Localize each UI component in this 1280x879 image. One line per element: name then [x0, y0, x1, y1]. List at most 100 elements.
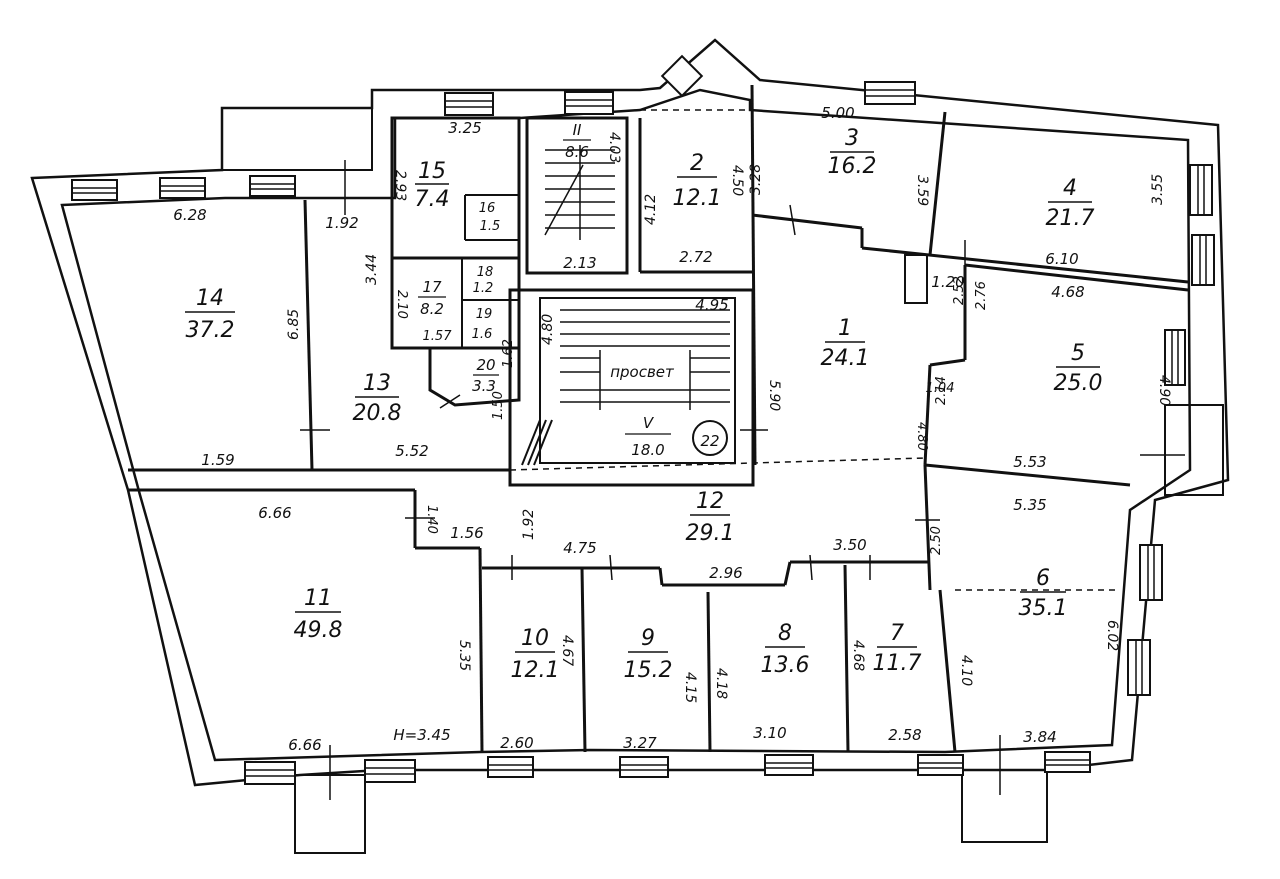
room-3-area: 16.2 [828, 154, 877, 179]
dim-325: 3.25 [448, 119, 481, 137]
interior-walls [128, 84, 1189, 753]
room-14-area: 37.2 [186, 318, 235, 343]
room-6-number: 6 [1036, 566, 1050, 591]
dim-666a: 6.66 [258, 504, 291, 522]
room-13-area: 20.8 [353, 401, 402, 426]
unit-number: 22 [700, 432, 719, 450]
room-8-area: 13.6 [761, 653, 810, 678]
dim-h345: H=3.45 [393, 726, 450, 744]
room-12-area: 29.1 [686, 521, 735, 546]
dim-602: 6.02 [1104, 620, 1120, 651]
room-11-number: 11 [304, 586, 332, 611]
dim-500: 5.00 [821, 104, 854, 122]
room-v-area: 18.0 [631, 441, 664, 459]
hatch-wall [521, 419, 553, 466]
stair-well-label: просвет [610, 363, 675, 381]
dim-666b: 6.66 [288, 736, 321, 754]
room-17-area: 8.2 [420, 300, 444, 318]
dim-468b: 4.68 [850, 640, 866, 671]
room-v-number: V [643, 414, 655, 432]
windows [71, 54, 1215, 785]
dim-590: 5.90 [766, 380, 782, 411]
room-1-number: 1 [838, 316, 852, 341]
room-17-number: 17 [422, 278, 442, 296]
dim-490: 4.90 [1156, 375, 1172, 406]
dim-535: 5.35 [1013, 496, 1046, 514]
room-19-number: 19 [476, 307, 493, 322]
staircase-v [560, 309, 730, 410]
room-7-number: 7 [890, 621, 904, 646]
staircase-ii [544, 145, 615, 240]
dim-350: 3.50 [833, 536, 866, 554]
dim-156: 1.56 [450, 524, 483, 542]
dim-535v: 5.35 [456, 640, 472, 671]
dim-213: 2.13 [563, 254, 596, 272]
dim-104: 1.04 [926, 381, 955, 396]
dim-258: 2.58 [888, 726, 921, 744]
dim-162: 1.62 [501, 339, 516, 368]
dim-344: 3.44 [364, 254, 380, 285]
room-ii-area: 8.6 [565, 143, 589, 161]
room-20-area: 3.3 [472, 377, 496, 395]
dim-553: 5.53 [1013, 453, 1046, 471]
room-ii-number: II [573, 121, 582, 139]
dim-192b: 1.92 [521, 509, 537, 540]
dim-467: 4.67 [559, 635, 575, 666]
dim-475: 4.75 [563, 539, 596, 557]
room-4-number: 4 [1063, 176, 1077, 201]
room-19-area: 1.6 [472, 327, 493, 342]
dim-159: 1.59 [201, 451, 234, 469]
room-15-area: 7.4 [415, 187, 450, 212]
dim-359: 3.59 [914, 175, 930, 206]
dim-327: 3.27 [623, 734, 657, 752]
room-16-area: 1.5 [480, 219, 501, 234]
dim-403: 4.03 [606, 132, 622, 163]
dim-293: 2.93 [392, 170, 408, 201]
room-20-number: 20 [476, 356, 495, 374]
dim-296: 2.96 [709, 564, 742, 582]
dim-150: 1.50 [491, 391, 506, 420]
balcony-right [1164, 404, 1224, 496]
dim-468: 4.68 [1051, 283, 1084, 301]
annex-top-left [221, 107, 373, 171]
dim-610: 6.10 [1045, 250, 1078, 268]
room-16-number: 16 [479, 201, 496, 216]
dim-480a: 4.80 [540, 314, 556, 345]
dim-480b: 4.80 [914, 422, 929, 451]
room-9-area: 15.2 [624, 658, 673, 683]
room-4-area: 21.7 [1046, 206, 1095, 231]
dim-272: 2.72 [679, 248, 712, 266]
room-9-number: 9 [641, 626, 655, 651]
room-3-number: 3 [845, 126, 859, 151]
dim-552: 5.52 [395, 442, 428, 460]
room-labels: 1 24.1 2 12.1 3 16.2 4 21.7 5 25.0 6 35.… [185, 121, 1102, 683]
porch-bottom-right [961, 769, 1048, 843]
dim-384: 3.84 [1023, 728, 1056, 746]
dim-328: 3.28 [748, 164, 764, 195]
room-5-area: 25.0 [1054, 371, 1103, 396]
dim-450: 4.50 [729, 165, 745, 196]
dim-214: 2.14 [934, 376, 949, 405]
room-11-area: 49.8 [294, 618, 343, 643]
room-10-area: 12.1 [511, 658, 560, 683]
dimension-labels: 3.25 4.03 5.00 3.28 4.12 4.50 3.59 3.55 … [173, 104, 1172, 754]
room-12-number: 12 [696, 489, 724, 514]
unit-number-circle [692, 420, 728, 456]
dim-250: 2.50 [929, 526, 944, 555]
room-2-area: 12.1 [673, 186, 722, 211]
dim-157: 1.57 [423, 329, 453, 344]
dim-192a: 1.92 [325, 214, 358, 232]
door-markers [300, 160, 1185, 800]
dim-210: 2.10 [394, 290, 409, 319]
dim-260: 2.60 [500, 734, 533, 752]
dim-685: 6.85 [286, 309, 302, 340]
room-18-number: 18 [477, 265, 494, 280]
corridor-lines [509, 109, 1115, 591]
room-7-area: 11.7 [873, 651, 922, 676]
room-1-area: 24.1 [821, 346, 870, 371]
dim-495: 4.95 [695, 296, 728, 314]
dim-120: 1.20 [931, 273, 964, 291]
dim-276: 2.76 [974, 281, 989, 310]
dim-410b: 4.10 [958, 655, 974, 686]
